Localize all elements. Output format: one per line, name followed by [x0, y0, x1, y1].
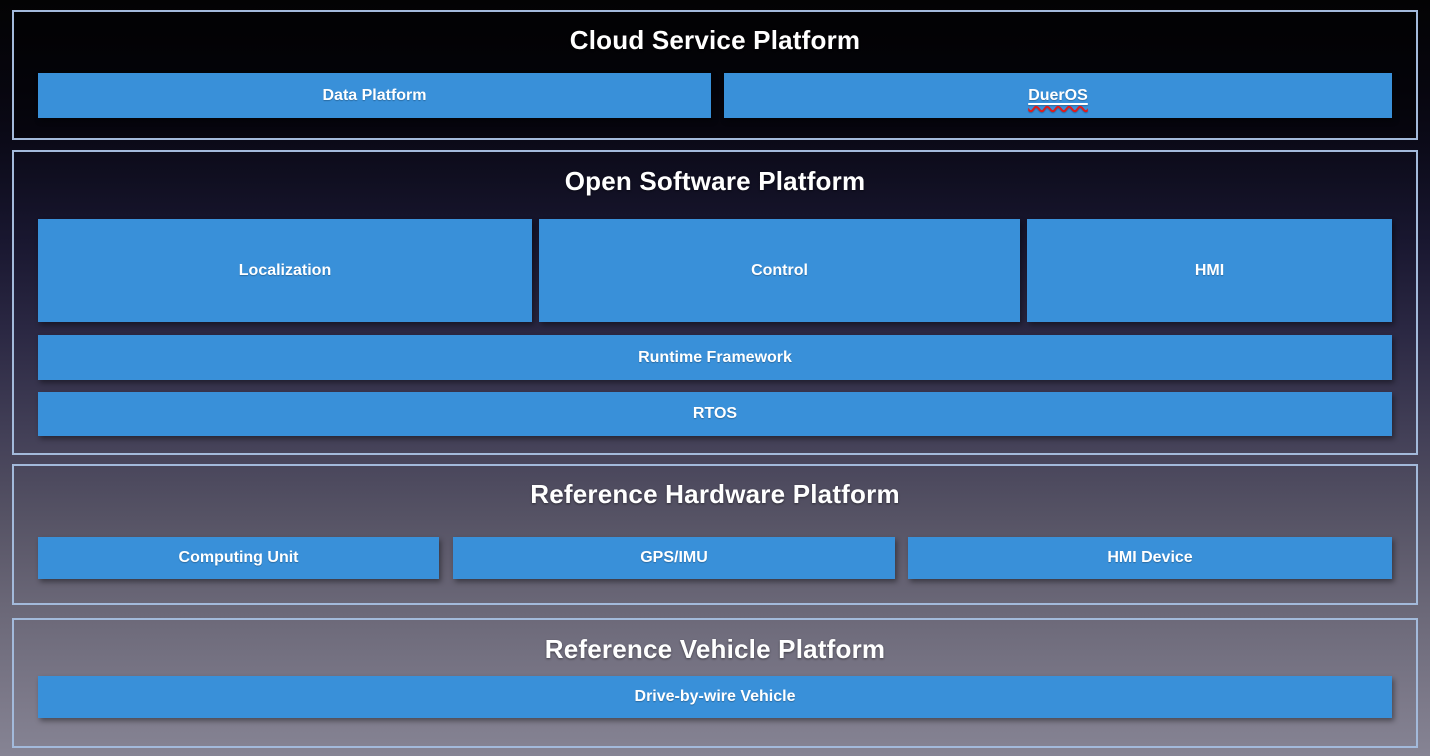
dueros-block: DuerOS	[724, 73, 1392, 118]
hmi-device-label: HMI Device	[1107, 549, 1193, 566]
dueros-spellcheck-squiggle: DuerOS	[1028, 87, 1088, 105]
dueros-label: DuerOS	[1028, 86, 1088, 104]
section-cloud-service-platform: Cloud Service Platform Data Platform Due…	[12, 10, 1418, 140]
localization-block: Localization	[38, 219, 532, 322]
rtos-block: RTOS	[38, 392, 1392, 436]
reference-vehicle-platform-title: Reference Vehicle Platform	[544, 634, 886, 664]
rtos-label: RTOS	[692, 405, 738, 422]
drive-by-wire-vehicle-block: Drive-by-wire Vehicle	[38, 676, 1392, 718]
control-label: Control	[751, 261, 808, 279]
data-platform-block: Data Platform	[38, 73, 711, 118]
cloud-service-platform-title: Cloud Service Platform	[569, 25, 861, 55]
hmi-block: HMI	[1027, 219, 1392, 322]
hmi-label: HMI	[1194, 261, 1225, 279]
section-reference-hardware-platform: Reference Hardware Platform Computing Un…	[12, 464, 1418, 605]
computing-unit-block: Computing Unit	[38, 537, 439, 579]
hmi-device-block: HMI Device	[908, 537, 1392, 579]
runtime-framework-label: Runtime Framework	[638, 348, 792, 366]
reference-hardware-platform-title: Reference Hardware Platform	[530, 479, 900, 509]
open-software-platform-title: Open Software Platform	[564, 166, 866, 196]
localization-label: Localization	[238, 261, 332, 279]
computing-unit-label: Computing Unit	[178, 549, 299, 566]
section-reference-vehicle-platform: Reference Vehicle Platform Drive-by-wire…	[12, 618, 1418, 748]
control-block: Control	[539, 219, 1020, 322]
section-open-software-platform: Open Software Platform Localization Cont…	[12, 150, 1418, 455]
gps-imu-block: GPS/IMU	[453, 537, 895, 579]
gps-imu-label: GPS/IMU	[640, 549, 708, 566]
runtime-framework-block: Runtime Framework	[38, 335, 1392, 380]
data-platform-label: Data Platform	[322, 86, 427, 104]
drive-by-wire-vehicle-label: Drive-by-wire Vehicle	[634, 688, 796, 705]
